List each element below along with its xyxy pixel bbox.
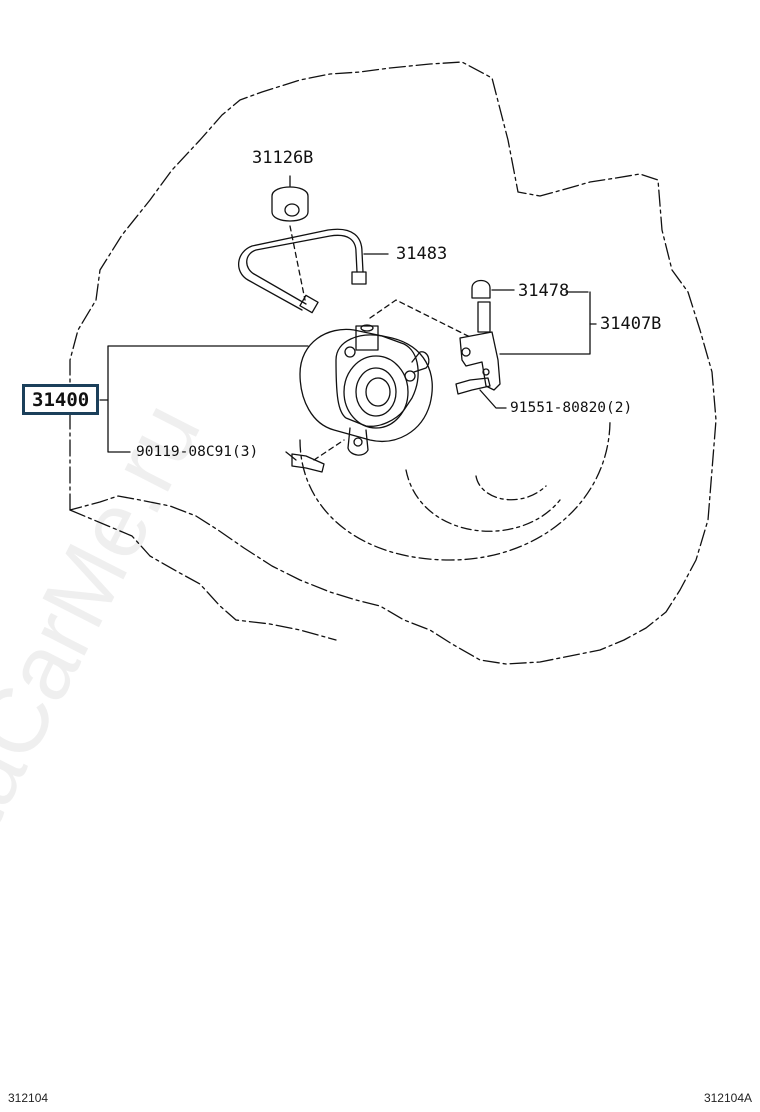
release-bearing-inner bbox=[355, 367, 397, 417]
callout-31126B: 31126B bbox=[252, 148, 314, 168]
clutch-fluid-line-inner bbox=[238, 228, 364, 311]
release-cylinder-ear-right bbox=[411, 351, 430, 373]
bleeder-cap bbox=[471, 279, 491, 299]
line-fitting-upper bbox=[351, 271, 367, 285]
bleeder-block-hole-2 bbox=[482, 368, 490, 376]
line-fitting-lower bbox=[299, 294, 319, 314]
inlet-port bbox=[355, 325, 379, 351]
callout-31483: 31483 bbox=[396, 244, 448, 264]
release-bearing-bore bbox=[365, 377, 391, 407]
flange-hole-left bbox=[344, 346, 356, 358]
callout-91551-80820: 91551-80820(2) bbox=[510, 400, 633, 416]
leader-31400 bbox=[99, 345, 309, 453]
housing-lower-edge bbox=[69, 509, 337, 641]
release-cylinder-flange bbox=[335, 334, 419, 427]
callout-31478: 31478 bbox=[518, 281, 570, 301]
release-cylinder-body bbox=[299, 328, 433, 442]
callout-31407B: 31407B bbox=[600, 314, 662, 334]
bell-housing-arc bbox=[299, 419, 611, 561]
bleeder-nipple bbox=[477, 301, 491, 333]
illustration-code-right: 312104A bbox=[703, 1091, 752, 1105]
leader-91551 bbox=[479, 389, 507, 409]
leader-90119 bbox=[285, 451, 297, 461]
bleeder-block bbox=[459, 331, 501, 391]
cylinder-guide-line bbox=[369, 299, 473, 339]
grommet-hole bbox=[284, 203, 300, 217]
bell-housing-arc-inner bbox=[405, 469, 561, 532]
grommet-guide-line bbox=[289, 225, 306, 301]
callout-31400-highlighted: 31400 bbox=[22, 384, 100, 415]
illustration-code-left: 312104 bbox=[8, 1091, 49, 1105]
clutch-fluid-line bbox=[246, 234, 358, 305]
bell-housing-arc-small bbox=[475, 475, 547, 501]
bleeder-block-hole bbox=[461, 347, 471, 357]
release-bearing-outer bbox=[343, 355, 409, 429]
bolt-90119 bbox=[291, 453, 325, 473]
flange-hole-right bbox=[404, 370, 416, 382]
transmission-housing-outline bbox=[69, 61, 717, 665]
release-cylinder-ear bbox=[347, 427, 369, 456]
callout-90119-08C91: 90119-08C91(3) bbox=[136, 444, 259, 460]
leader-31407B bbox=[499, 291, 591, 355]
inlet-port-opening bbox=[360, 324, 374, 332]
ear-bolt-hole bbox=[353, 437, 363, 447]
bolt-91551 bbox=[455, 377, 491, 395]
grommet bbox=[271, 186, 309, 222]
bolt-guide-line bbox=[313, 439, 345, 461]
